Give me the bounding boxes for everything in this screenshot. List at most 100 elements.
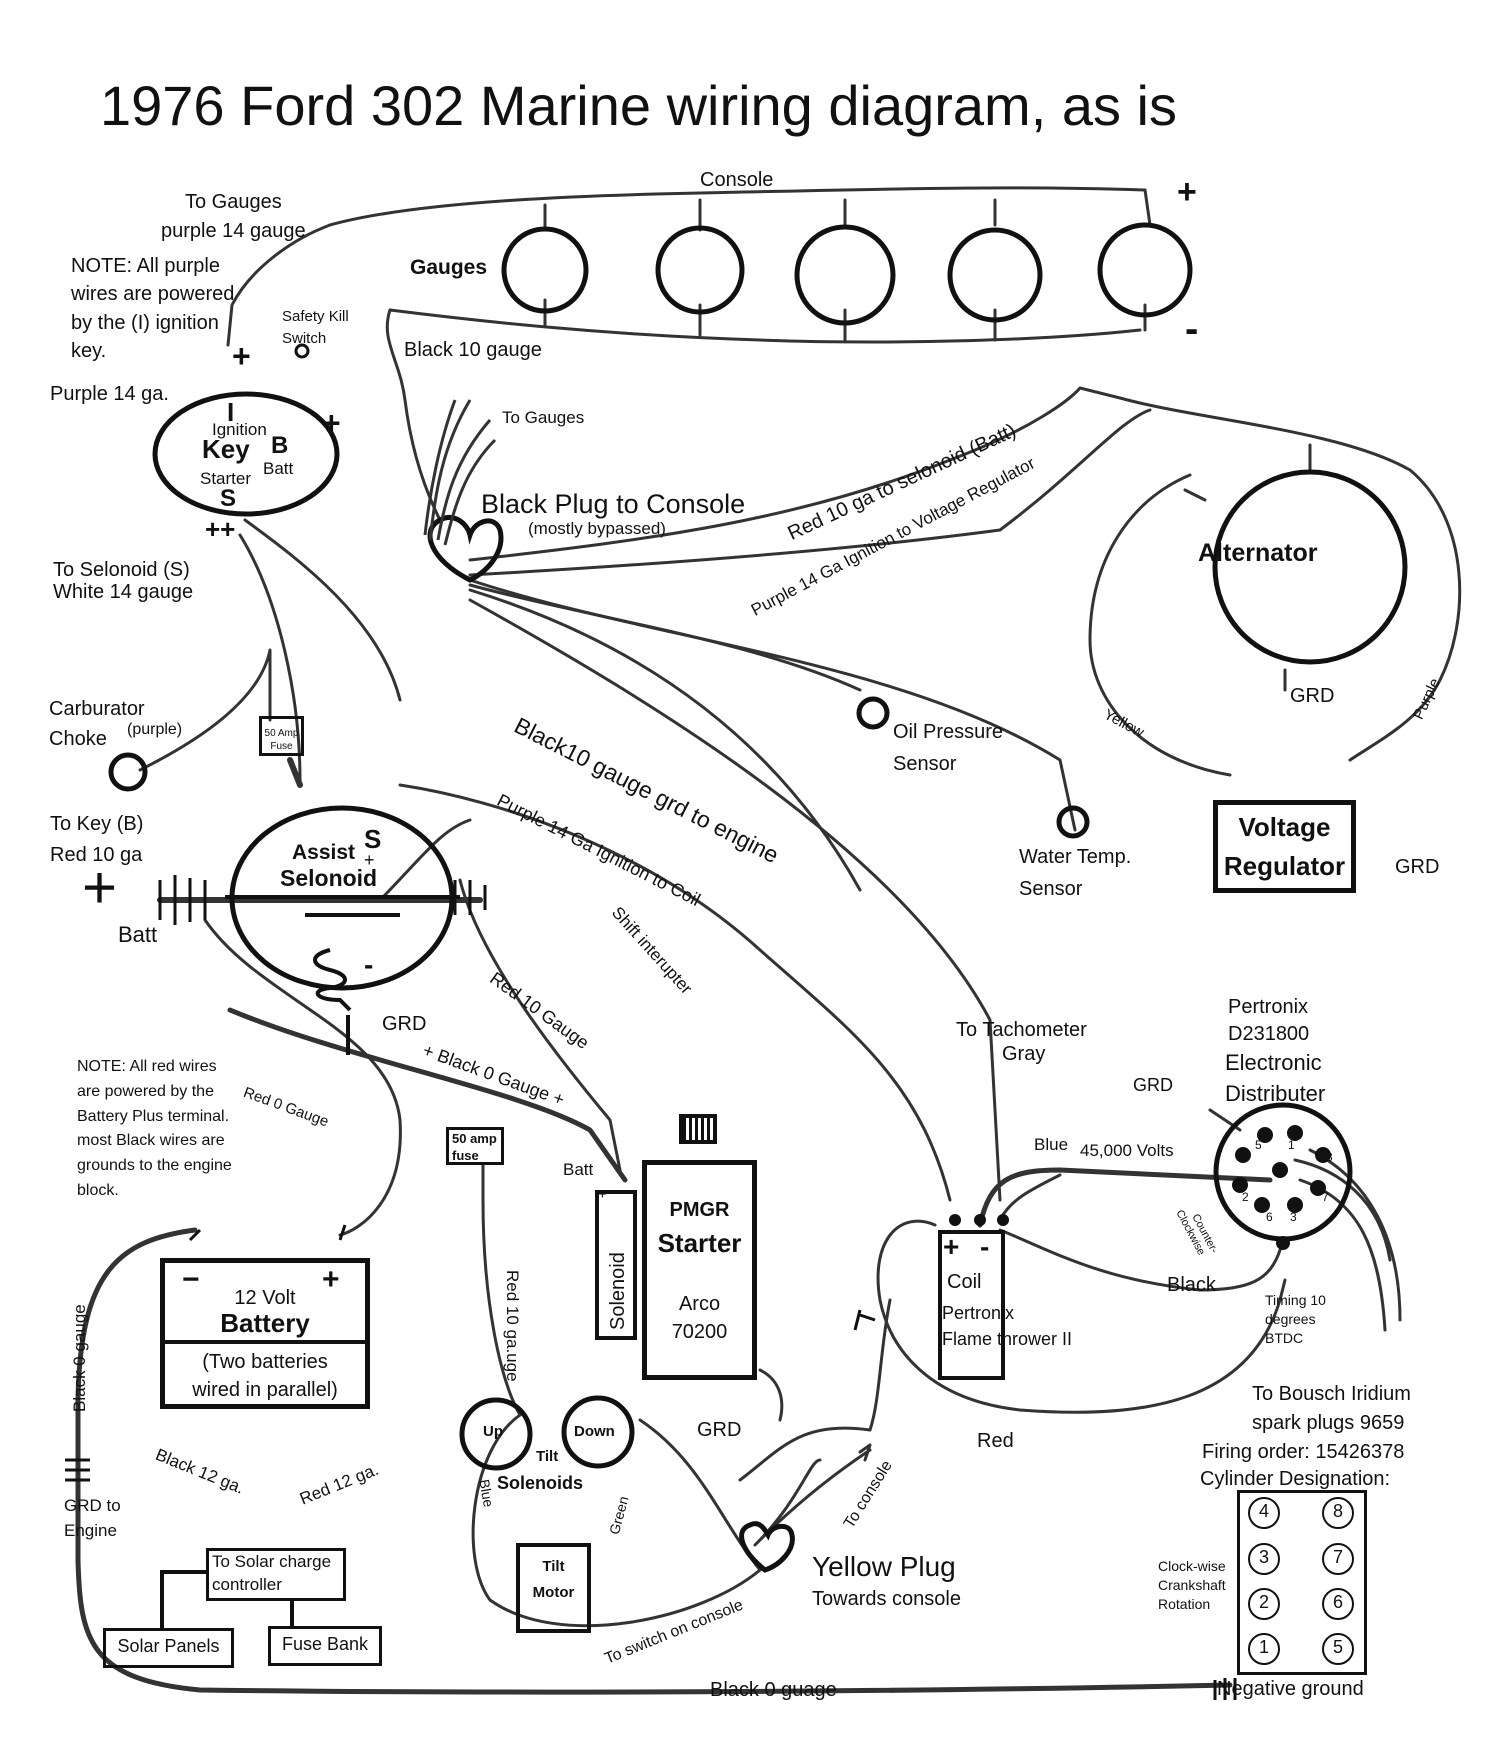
red-10-ga-key-label: Red 10 ga [50, 844, 143, 866]
cyl-label-1: 1 [1258, 1637, 1269, 1657]
battery-plus: + [322, 1263, 340, 1296]
key-S-label: S [220, 485, 237, 512]
black-distrib-label: Black [1167, 1274, 1216, 1296]
assist-label-1: Assist [292, 841, 356, 864]
starter-num: 70200 [671, 1321, 728, 1343]
shift-wire [468, 598, 1002, 1202]
battery-minus: − [182, 1263, 200, 1296]
key-plus-top: + [232, 338, 251, 374]
dist-terminal-1: 1 [1288, 1138, 1295, 1152]
alternator-label: Alternator [1198, 539, 1318, 567]
starter-pmgr: PMGR [669, 1199, 730, 1221]
tilt-motor-label-1: Tilt [542, 1558, 565, 1575]
battery-sub-2: wired in parallel) [192, 1379, 338, 1401]
red-10-ga-wire [481, 1163, 522, 1417]
regulator-grd-label: GRD [1395, 856, 1440, 878]
black-0-wire [227, 1007, 628, 1183]
coil-model: Flame thrower II [942, 1329, 1073, 1349]
grd-engine-label-2: Engine [64, 1521, 117, 1540]
safety-kill-switch-label: Switch [282, 330, 327, 347]
key-I-label: I [227, 397, 235, 427]
red-coil-label: Red [977, 1430, 1014, 1452]
solar-panels-label: Solar Panels [117, 1636, 220, 1656]
cyl-label-5: 5 [1332, 1637, 1343, 1657]
safety-kill-label: Safety Kill [282, 308, 349, 325]
to-key-b-label: To Key (B) [50, 813, 144, 835]
console-plus: + [1177, 173, 1197, 211]
console-black-wire-label: Black 10 gauge [404, 339, 542, 361]
assist-minus-label: - [364, 949, 374, 980]
water-sensor-label-1: Water Temp. [1019, 846, 1132, 868]
cylinder-6 [1322, 1588, 1354, 1620]
assist-plus-label: + [364, 850, 375, 870]
volts-label: 45,000 Volts [1080, 1141, 1174, 1160]
dist-terminal-8: 8 [1326, 1150, 1333, 1164]
console-black-wire-down [385, 308, 442, 522]
key-ignition-label: Ignition [212, 420, 267, 439]
water-sensor-circle [1056, 805, 1090, 839]
starter-grd-label: GRD [697, 1419, 742, 1441]
cylinder-designation: Cylinder Designation: [1200, 1468, 1391, 1490]
dist-terminal-2: 2 [1242, 1190, 1249, 1204]
yellow-wire [1088, 473, 1232, 777]
oil-sensor-label-1: Oil Pressure [893, 721, 1004, 743]
regulator-line2: Regulator [1223, 851, 1346, 881]
cylinder-3 [1248, 1543, 1280, 1575]
black-plug-sub: (mostly bypassed) [528, 519, 666, 538]
yellow-plug-heart [739, 1521, 795, 1573]
fuse-50b-box [446, 1127, 504, 1165]
cylinder-1 [1248, 1633, 1280, 1665]
starter-solenoid-plus: + [598, 1186, 607, 1203]
batt-label: Batt [118, 922, 158, 947]
solar-connector-3 [290, 1600, 294, 1628]
gauge-4 [947, 227, 1043, 323]
black-distrib-wire [998, 1228, 1282, 1292]
purple-note: NOTE: All purple wires are powered by th… [71, 255, 235, 363]
fuse-50b-line1: 50 amp [452, 1131, 497, 1146]
tilt-label: Tilt [536, 1448, 559, 1465]
starter-top-block [679, 1114, 717, 1144]
coil-box [938, 1230, 1005, 1380]
blue-wire [977, 1167, 1273, 1228]
gauges-label: Gauges [410, 256, 488, 279]
cyl-label-7: 7 [1332, 1547, 1343, 1567]
console-wire-to-gauges [226, 223, 332, 347]
rotation-label-3: Rotation [1158, 1596, 1211, 1612]
coil-brand: Pertronix [942, 1303, 1015, 1323]
key-label: Key [202, 434, 250, 464]
starter-arco: Arco [678, 1293, 721, 1315]
gauge-2 [655, 225, 745, 315]
black-ground-wire [468, 588, 862, 892]
alternator-circle [1212, 469, 1408, 665]
dist-terminal-4: 4 [1240, 1150, 1247, 1164]
rotation-label-2: Crankshaft [1158, 1577, 1226, 1593]
tilt-solenoids-label: Solenoids [497, 1473, 584, 1493]
tilt-up-circle [459, 1397, 533, 1471]
red-10-ga-label: Red 10 ga.uge [503, 1270, 522, 1382]
water-sensor-wire [468, 578, 1077, 832]
timing-label-3: BTDC [1265, 1330, 1304, 1346]
to-tach-label: To Tachometer [956, 1019, 1087, 1041]
batt-plus-sign: + [82, 854, 118, 921]
oil-sensor-circle [856, 696, 890, 730]
dist-terminal-3: 3 [1290, 1210, 1297, 1224]
solar-label-1: To Solar charge [212, 1552, 332, 1571]
assist-grd-label: GRD [382, 1013, 427, 1035]
key-plus-bottom: ++ [205, 514, 236, 544]
solar-connector-1 [160, 1570, 208, 1574]
starter-solenoid-label: Solenoid [607, 1252, 629, 1330]
white-14-label: White 14 gauge [53, 581, 194, 603]
yellow-plug-sub: Towards console [812, 1588, 961, 1610]
battery-box [160, 1258, 370, 1409]
gray-label: Gray [1002, 1043, 1046, 1065]
blue-label: Blue [1034, 1135, 1069, 1154]
tilt-up-label: Up [483, 1423, 503, 1440]
tilt-motor-box [516, 1543, 591, 1633]
starter-box [642, 1160, 757, 1380]
to-solenoid-label: To Selonoid (S) [53, 559, 190, 581]
coil-plus: + [943, 1231, 960, 1262]
assist-label-2: Selonoid [280, 865, 378, 891]
solenoid-to-key-wire [238, 533, 302, 782]
choke-circle [108, 752, 148, 792]
